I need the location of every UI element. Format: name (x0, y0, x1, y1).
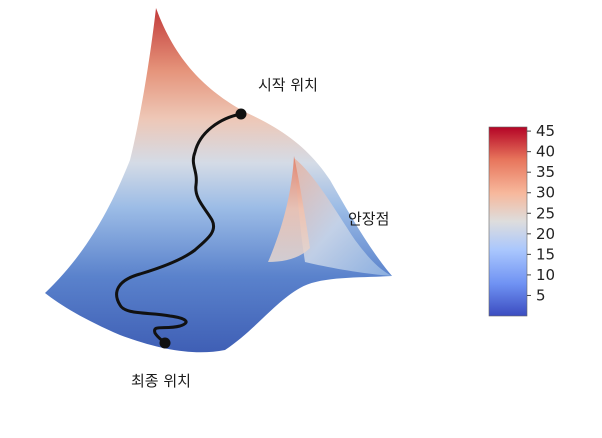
colorbar-tick-label: 35 (536, 163, 555, 181)
colorbar-tick-label: 15 (536, 245, 555, 263)
end-label: 최종 위치 (131, 372, 191, 390)
saddle-ridge (294, 158, 392, 276)
colorbar: 5 10 15 20 25 30 35 40 45 (488, 122, 555, 317)
colorbar-ticks: 5 10 15 20 25 30 35 40 45 (527, 122, 555, 304)
end-marker (159, 337, 171, 349)
saddle-label: 안장점 (348, 210, 389, 228)
colorbar-tick-label: 10 (536, 266, 555, 284)
colorbar-tick-label: 20 (536, 225, 555, 243)
saddle-flap (268, 156, 310, 262)
colorbar-tick-label: 40 (536, 143, 555, 161)
colorbar-tick-label: 5 (536, 286, 546, 304)
start-label: 시작 위치 (258, 76, 318, 94)
colorbar-gradient (488, 126, 528, 317)
optimization-path (115, 112, 243, 345)
colorbar-tick-label: 25 (536, 204, 555, 222)
colorbar-tick-label: 30 (536, 184, 555, 202)
colorbar-tick-label: 45 (536, 122, 555, 140)
start-marker (235, 108, 247, 120)
loss-surface (45, 8, 392, 353)
